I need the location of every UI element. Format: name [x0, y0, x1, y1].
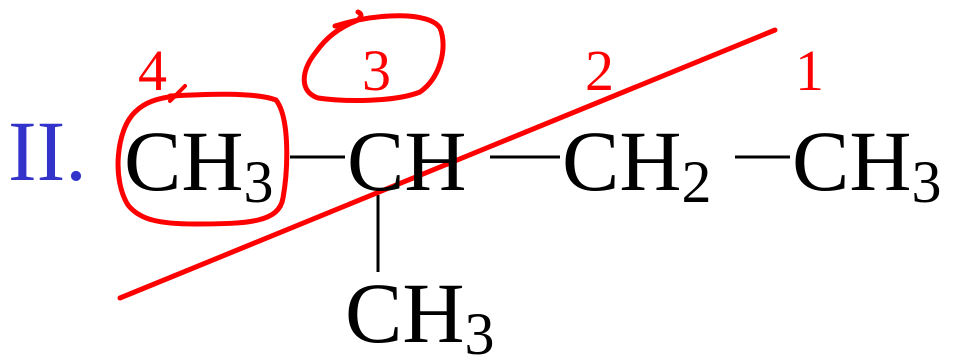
number-1: 1 — [795, 38, 824, 103]
group-branch-sub: 3 — [464, 301, 495, 360]
tick-near-4 — [168, 84, 187, 103]
group-c2-main: CH — [562, 113, 682, 209]
group-c3: CH — [347, 118, 466, 204]
group-c4-sub: 3 — [243, 149, 274, 215]
group-c1-sub: 3 — [911, 149, 942, 215]
group-c1-main: CH — [792, 113, 912, 209]
group-c2: CH2 — [562, 118, 711, 212]
group-branch-main: CH — [345, 265, 465, 360]
circle-around-3 — [301, 9, 446, 103]
group-branch: CH3 — [345, 270, 494, 360]
item-label: II. — [8, 103, 87, 199]
number-3: 3 — [362, 38, 391, 103]
circle-around-ch3 — [115, 91, 290, 227]
group-c4-main: CH — [124, 113, 244, 209]
group-c3-main: CH — [347, 113, 467, 209]
group-c2-sub: 2 — [681, 149, 712, 215]
group-c4: CH3 — [124, 118, 273, 212]
number-2: 2 — [585, 38, 614, 103]
number-4: 4 — [138, 38, 167, 103]
strike-line — [117, 27, 778, 301]
group-c1: CH3 — [792, 118, 941, 212]
